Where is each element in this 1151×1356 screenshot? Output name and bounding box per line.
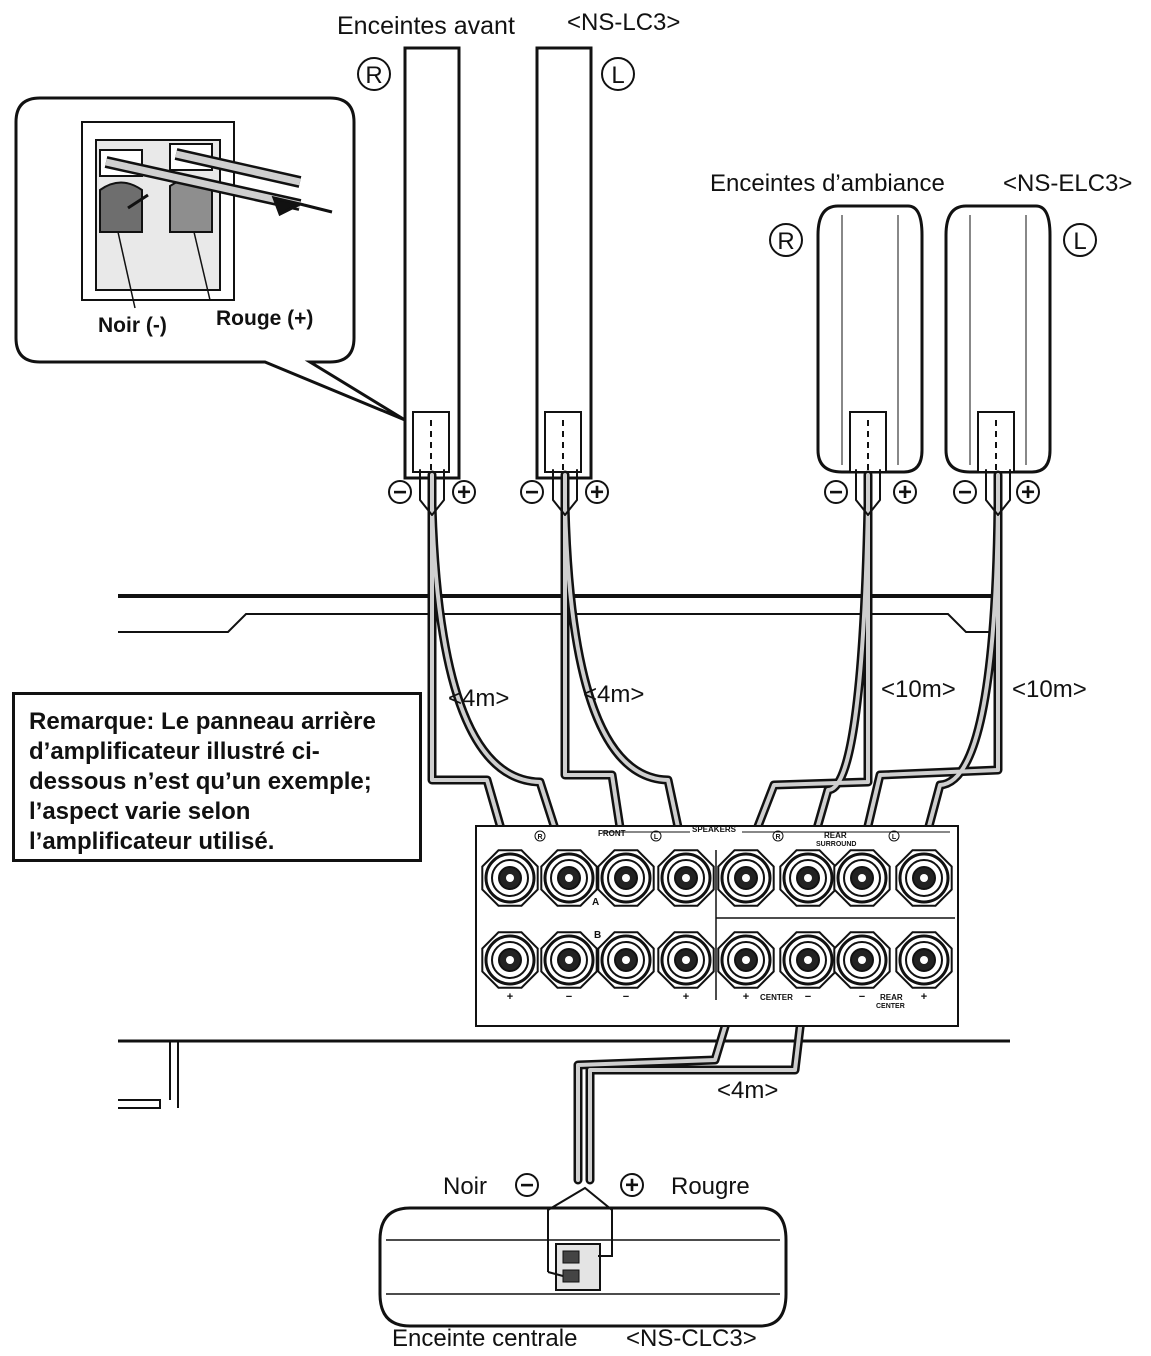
panel-center-label: CENTER: [760, 993, 793, 1002]
cable-length-front-right: <4m>: [448, 685, 509, 712]
front-speakers-title: Enceintes avant: [337, 12, 515, 40]
svg-text:R: R: [365, 62, 382, 89]
svg-text:+: +: [683, 991, 689, 1003]
svg-text:−: −: [525, 479, 539, 506]
surround-left-mark: L: [1063, 223, 1097, 257]
binding-post: [833, 931, 891, 989]
binding-post: [717, 931, 775, 989]
svg-text:+: +: [1021, 479, 1035, 506]
svg-text:+: +: [921, 991, 927, 1003]
center-red-label: Rougre: [671, 1173, 750, 1200]
panel-rear-center-label-2: CENTER: [876, 1003, 905, 1010]
amplifier-note: Remarque: Le panneau arrière d’amplifica…: [12, 692, 422, 862]
binding-post: [779, 849, 837, 907]
speaker-cables: [419, 469, 1011, 1185]
inset-black-label: Noir (-): [98, 314, 167, 337]
binding-post: [657, 849, 715, 907]
binding-posts: [481, 849, 953, 989]
inset-red-label: Rouge (+): [216, 307, 313, 330]
plus-icon: +: [620, 1172, 644, 1199]
plus-icon: +: [452, 479, 476, 506]
panel-polarity-marks: + − − + + − − +: [507, 991, 927, 1003]
svg-text:−: −: [859, 991, 865, 1003]
panel-surround-label: SURROUND: [816, 841, 856, 848]
binding-post: [597, 931, 655, 989]
binding-post: [540, 849, 598, 907]
binding-post: [657, 931, 715, 989]
svg-text:+: +: [507, 991, 513, 1003]
center-speaker-title: Enceinte centrale: [392, 1325, 577, 1352]
svg-text:−: −: [566, 991, 572, 1003]
minus-icon: −: [515, 1172, 539, 1199]
svg-text:R: R: [777, 228, 794, 255]
cable-length-surround-left: <10m>: [1012, 676, 1087, 703]
binding-post: [481, 849, 539, 907]
center-speaker-model: <NS-CLC3>: [626, 1325, 757, 1352]
plus-icon: +: [585, 479, 609, 506]
svg-text:L: L: [1073, 228, 1086, 255]
front-speakers-model: <NS-LC3>: [567, 9, 680, 36]
binding-post: [597, 849, 655, 907]
binding-post: [481, 931, 539, 989]
binding-post: [540, 931, 598, 989]
svg-text:−: −: [623, 991, 629, 1003]
svg-text:+: +: [743, 991, 749, 1003]
polarity-marks: − + − + − + − +: [388, 479, 1040, 506]
svg-text:L: L: [611, 62, 624, 89]
surround-right-speaker: [816, 204, 924, 474]
center-polarity: − +: [515, 1172, 644, 1199]
panel-speakers-label: SPEAKERS: [692, 825, 737, 834]
front-right-mark: R: [357, 57, 391, 91]
svg-text:R: R: [775, 834, 780, 841]
black-clip: [99, 181, 143, 233]
svg-text:−: −: [829, 479, 843, 506]
minus-icon: −: [388, 479, 412, 506]
panel-channel-marks: R L R L: [534, 830, 900, 842]
center-black-label: Noir: [443, 1173, 487, 1200]
cable-length-center: <4m>: [717, 1077, 778, 1104]
surround-right-mark: R: [769, 223, 803, 257]
panel-front-label: FRONT: [598, 829, 626, 838]
binding-post: [833, 849, 891, 907]
minus-icon: −: [824, 479, 848, 506]
plus-icon: +: [1016, 479, 1040, 506]
svg-text:+: +: [457, 479, 471, 506]
surround-speakers-model: <NS-ELC3>: [1003, 170, 1132, 197]
svg-text:+: +: [625, 1172, 639, 1199]
panel-rear-center-label-1: REAR: [880, 993, 903, 1002]
binding-post: [779, 931, 837, 989]
minus-icon: −: [520, 479, 544, 506]
front-left-speaker: [535, 46, 593, 480]
panel-row-b-label: B: [594, 930, 601, 941]
binding-post: [895, 931, 953, 989]
svg-text:L: L: [654, 834, 659, 841]
front-left-mark: L: [601, 57, 635, 91]
surround-speakers-title: Enceintes d’ambiance: [710, 170, 945, 197]
svg-text:L: L: [892, 834, 897, 841]
surround-left-speaker: [944, 204, 1052, 474]
cable-length-front-left: <4m>: [583, 681, 644, 708]
svg-text:−: −: [393, 479, 407, 506]
binding-post: [717, 849, 775, 907]
cable-length-surround-right: <10m>: [881, 676, 956, 703]
front-right-speaker: [403, 46, 461, 480]
panel-rear-label: REAR: [824, 831, 847, 840]
svg-text:−: −: [520, 1172, 534, 1199]
minus-icon: −: [953, 479, 977, 506]
terminal-inset-callout: Noir (-) Rouge (+): [14, 96, 406, 422]
amplifier-terminal-panel: FRONT SPEAKERS REAR SURROUND A B CENTER …: [475, 825, 959, 1027]
svg-text:+: +: [590, 479, 604, 506]
plus-icon: +: [893, 479, 917, 506]
svg-text:R: R: [537, 834, 542, 841]
svg-text:−: −: [958, 479, 972, 506]
svg-text:−: −: [805, 991, 811, 1003]
svg-text:+: +: [898, 479, 912, 506]
center-speaker: [378, 1186, 788, 1328]
binding-post: [895, 849, 953, 907]
amplifier-outline: [118, 594, 1010, 1109]
panel-row-a-label: A: [592, 897, 599, 908]
